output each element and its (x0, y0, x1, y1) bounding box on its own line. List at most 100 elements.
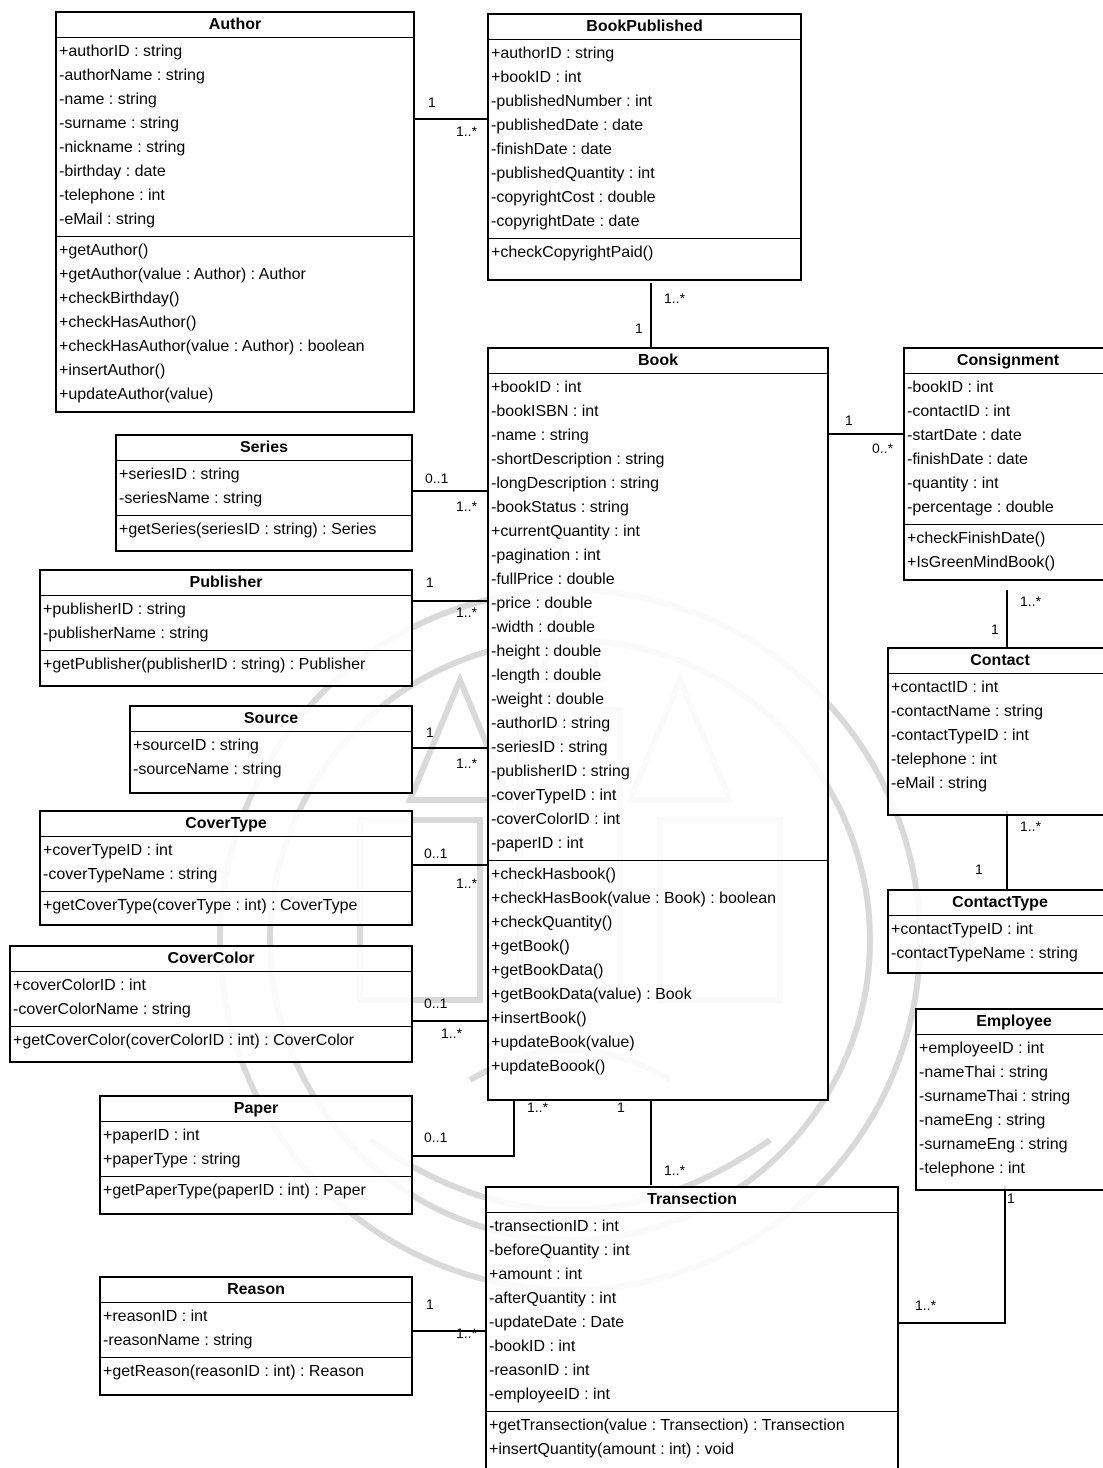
multiplicity-label: 1..* (441, 1025, 463, 1041)
attribute: -beforeQuantity : int (489, 1242, 630, 1259)
operation: +checkFinishDate() (907, 530, 1046, 547)
attribute: -bookID : int (907, 379, 994, 396)
attribute: -name : string (59, 91, 157, 108)
attribute: -percentage : double (907, 499, 1054, 516)
multiplicity-label: 0..1 (425, 470, 449, 486)
class-contact[interactable]: Contact +contactID : int -contactName : … (887, 647, 1103, 816)
attribute: +contactTypeID : int (891, 921, 1033, 938)
multiplicity-label: 1 (426, 574, 434, 590)
operation: +checkHasAuthor(value : Author) : boolea… (59, 338, 365, 355)
attribute: -shortDescription : string (491, 451, 665, 468)
multiplicity-label: 1 (426, 1296, 434, 1312)
attribute: -telephone : int (891, 751, 997, 768)
class-series[interactable]: Series +seriesID : string -seriesName : … (115, 434, 413, 552)
attribute: -seriesID : string (491, 739, 608, 756)
class-book-title: Book (489, 349, 827, 374)
attribute: -telephone : int (59, 187, 165, 204)
attribute: -coverColorName : string (13, 1001, 191, 1018)
class-reason-attributes: +reasonID : int -reasonName : string (101, 1303, 411, 1357)
class-consignment[interactable]: Consignment -bookID : int -contactID : i… (903, 347, 1103, 581)
class-paper-attributes: +paperID : int +paperType : string (101, 1122, 411, 1176)
operation: +checkHasbook() (491, 866, 616, 883)
class-employee-title: Employee (917, 1010, 1103, 1035)
class-bookpublished-title: BookPublished (489, 15, 800, 40)
multiplicity-label: 1..* (1020, 818, 1042, 834)
class-author-title: Author (57, 13, 413, 38)
multiplicity-label: 0..1 (424, 995, 448, 1011)
operation: +getCoverType(coverType : int) : CoverTy… (43, 897, 358, 914)
operation: +getAuthor() (59, 242, 149, 259)
class-book[interactable]: Book +bookID : int -bookISBN : int -name… (487, 347, 829, 1101)
operation: +getPaperType(paperID : int) : Paper (103, 1182, 366, 1199)
class-paper-operations: +getPaperType(paperID : int) : Paper (101, 1176, 411, 1213)
attribute: -authorID : string (491, 715, 611, 732)
attribute: +reasonID : int (103, 1308, 208, 1325)
multiplicity-label: 0..1 (424, 845, 448, 861)
assoc-paper-book (413, 1100, 515, 1157)
class-covercolor[interactable]: CoverColor +coverColorID : int -coverCol… (9, 945, 413, 1063)
class-source-attributes: +sourceID : string -sourceName : string (131, 732, 411, 792)
multiplicity-label: 1..* (664, 1162, 686, 1178)
class-bookpublished-operations: +checkCopyrightPaid() (489, 238, 800, 279)
attribute: -publishedNumber : int (491, 93, 652, 110)
multiplicity-label: 1..* (456, 604, 478, 620)
attribute: +coverColorID : int (13, 977, 146, 994)
operation: +getBook() (491, 938, 570, 955)
class-publisher-operations: +getPublisher(publisherID : string) : Pu… (41, 650, 411, 685)
attribute: +coverTypeID : int (43, 842, 173, 859)
class-reason-operations: +getReason(reasonID : int) : Reason (101, 1357, 411, 1394)
class-employee[interactable]: Employee +employeeID : int -nameThai : s… (915, 1008, 1103, 1191)
class-publisher[interactable]: Publisher +publisherID : string -publish… (39, 569, 413, 687)
operation: +checkQuantity() (491, 914, 613, 931)
class-paper[interactable]: Paper +paperID : int +paperType : string… (99, 1095, 413, 1215)
attribute: -publishedQuantity : int (491, 165, 655, 182)
attribute: -reasonName : string (103, 1332, 253, 1349)
multiplicity-label: 1..* (664, 290, 686, 306)
class-series-attributes: +seriesID : string -seriesName : string (117, 461, 411, 515)
attribute: +employeeID : int (919, 1040, 1044, 1057)
attribute: -paperID : int (491, 835, 584, 852)
multiplicity-label: 1 (1007, 1190, 1015, 1206)
attribute: -quantity : int (907, 475, 999, 492)
class-covertype[interactable]: CoverType +coverTypeID : int -coverTypeN… (39, 810, 413, 926)
attribute: +seriesID : string (119, 466, 240, 483)
class-employee-attributes: +employeeID : int -nameThai : string -su… (917, 1035, 1103, 1189)
attribute: -nameEng : string (919, 1112, 1046, 1129)
attribute: -startDate : date (907, 427, 1022, 444)
attribute: -contactTypeID : int (891, 727, 1029, 744)
class-bookpublished[interactable]: BookPublished +authorID : string +bookID… (487, 13, 802, 281)
class-consignment-operations: +checkFinishDate() +IsGreenMindBook() (905, 524, 1103, 579)
operation: +getReason(reasonID : int) : Reason (103, 1363, 365, 1380)
class-covercolor-attributes: +coverColorID : int -coverColorName : st… (11, 972, 411, 1026)
assoc-employee-transection (899, 1186, 1006, 1324)
attribute: -nickname : string (59, 139, 186, 156)
attribute: -longDescription : string (491, 475, 660, 492)
attribute: -length : double (491, 667, 602, 684)
class-author-attributes: +authorID : string -authorName : string … (57, 38, 413, 236)
attribute: -reasonID : int (489, 1362, 590, 1379)
multiplicity-label: 0..* (872, 440, 894, 456)
class-series-operations: +getSeries(seriesID : string) : Series (117, 515, 411, 550)
class-covertype-title: CoverType (41, 812, 411, 837)
attribute: -coverTypeID : int (491, 787, 617, 804)
class-transection-attributes: -transectionID : int -beforeQuantity : i… (487, 1213, 897, 1411)
attribute: -bookID : int (489, 1338, 576, 1355)
multiplicity-label: 0..1 (424, 1129, 448, 1145)
multiplicity-label: 1 (635, 320, 643, 336)
attribute: +currentQuantity : int (491, 523, 640, 540)
class-author[interactable]: Author +authorID : string -authorName : … (55, 11, 415, 413)
attribute: +authorID : string (491, 45, 615, 62)
attribute: -name : string (491, 427, 589, 444)
operation: +updateBoook() (491, 1058, 606, 1075)
multiplicity-label: 1 (426, 724, 434, 740)
class-reason[interactable]: Reason +reasonID : int -reasonName : str… (99, 1276, 413, 1396)
class-author-operations: +getAuthor() +getAuthor(value : Author) … (57, 236, 413, 411)
class-source[interactable]: Source +sourceID : string -sourceName : … (129, 705, 413, 794)
class-transection[interactable]: Transection -transectionID : int -before… (485, 1186, 899, 1468)
attribute: -afterQuantity : int (489, 1290, 617, 1307)
operation: +updateAuthor(value) (59, 386, 214, 403)
operation: +getBookData(value) : Book (491, 986, 692, 1003)
class-contacttype[interactable]: ContactType +contactTypeID : int -contac… (887, 889, 1103, 974)
attribute: -finishDate : date (491, 141, 612, 158)
operation: +checkHasAuthor() (59, 314, 197, 331)
